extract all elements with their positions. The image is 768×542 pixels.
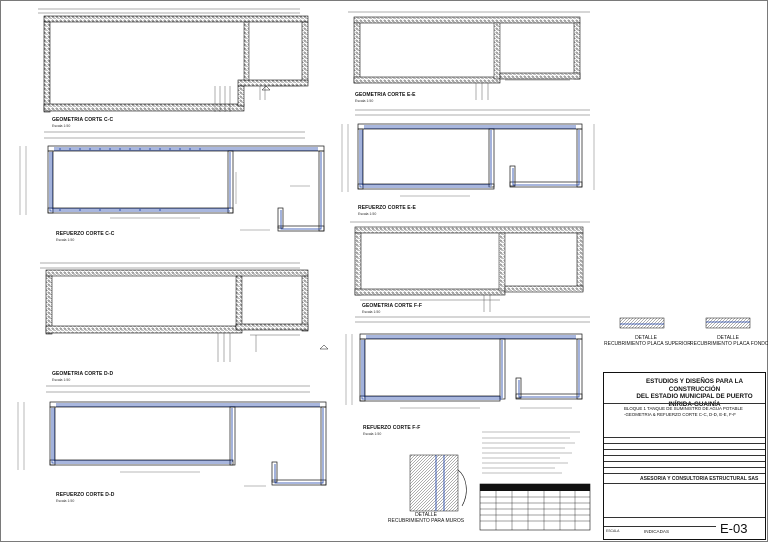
slab-cover-details	[619, 317, 751, 329]
project-title: ESTUDIOS Y DISEÑOS PARA LA CONSTRUCCIÓN …	[624, 378, 765, 408]
content-line-1: BLOQUE 1 TANQUE DE SUMINISTRO DE AGUA PO…	[624, 406, 743, 411]
wall-cover-detail	[409, 454, 467, 512]
company-name: ASESORIA Y CONSULTORIA ESTRUCTURAL SAS	[640, 476, 759, 482]
reinforcement-section-cc	[19, 131, 325, 232]
project-title-line-2: DEL ESTADIO MUNICIPAL DE PUERTO	[636, 393, 753, 401]
notes-block	[482, 431, 580, 474]
label-geometry-ff: GEOMETRIA CORTE F-F	[362, 303, 423, 309]
detail-walls-subtitle: RECUBRIMIENTO PARA MUROS	[387, 518, 465, 524]
scale-label: ESCALA	[606, 529, 620, 533]
geometry-section-dd	[40, 262, 329, 362]
bar-schedule-table	[479, 483, 591, 531]
reinforcement-section-dd	[17, 385, 327, 487]
geometry-section-ee	[348, 11, 590, 100]
detail-top-slab-subtitle: RECUBRIMIENTO PLACA SUPERIOR	[604, 341, 691, 347]
detail-top-slab-title: DETALLE	[635, 335, 657, 341]
scale-reinforcement-ee: Escala 1:50	[358, 212, 377, 216]
geometry-section-ff	[350, 221, 590, 312]
label-geometry-ee: GEOMETRIA CORTE E-E	[355, 92, 416, 98]
scale-reinforcement-dd: Escala 1:50	[56, 499, 75, 503]
detail-bottom-slab-title: DETALLE	[717, 335, 739, 341]
scale-geometry-dd: Escala 1:50	[52, 378, 71, 382]
project-title-line-3: INÍRIDA-GUAINÍA	[668, 400, 721, 408]
project-title-line-1: ESTUDIOS Y DISEÑOS PARA LA CONSTRUCCIÓN	[645, 378, 744, 393]
sheet-number: E-03	[720, 521, 748, 536]
drawing-content: BLOQUE 1 TANQUE DE SUMINISTRO DE AGUA PO…	[624, 406, 764, 417]
reinforcement-section-ff	[345, 316, 590, 409]
scale-geometry-ee: Escala 1:50	[355, 99, 374, 103]
label-reinforcement-dd: REFUERZO CORTE D-D	[56, 492, 115, 498]
scale-reinforcement-ff: Escala 1:50	[363, 432, 382, 436]
scale-value: INDICADAS	[644, 529, 670, 534]
scale-geometry-ff: Escala 1:50	[362, 310, 381, 314]
geometry-section-cc	[38, 8, 309, 113]
reinforcement-section-ee	[341, 109, 595, 197]
detail-walls-title: DETALLE	[415, 512, 437, 518]
label-geometry-dd: GEOMETRIA CORTE D-D	[52, 371, 114, 377]
scale-reinforcement-cc: Escala 1:50	[56, 238, 75, 242]
content-line-2: -GEOMETRIA & REFUERZO CORTE C-C, D-D, E-…	[624, 411, 736, 417]
detail-top-slab-label: DETALLE RECUBRIMIENTO PLACA SUPERIOR	[604, 335, 691, 347]
scale-geometry-cc: Escala 1:50	[52, 124, 71, 128]
detail-bottom-slab-subtitle: RECUBRIMIENTO PLACA FONDO	[690, 341, 768, 347]
detail-walls-label: DETALLE RECUBRIMIENTO PARA MUROS	[380, 512, 472, 524]
title-block: ESTUDIOS Y DISEÑOS PARA LA CONSTRUCCIÓN …	[603, 372, 766, 540]
label-reinforcement-cc: REFUERZO CORTE C-C	[56, 231, 115, 237]
label-reinforcement-ff: REFUERZO CORTE F-F	[363, 425, 421, 431]
label-geometry-cc: GEOMETRIA CORTE C-C	[52, 117, 114, 123]
detail-bottom-slab-label: DETALLE RECUBRIMIENTO PLACA FONDO	[690, 335, 768, 347]
label-reinforcement-ee: REFUERZO CORTE E-E	[358, 205, 416, 211]
